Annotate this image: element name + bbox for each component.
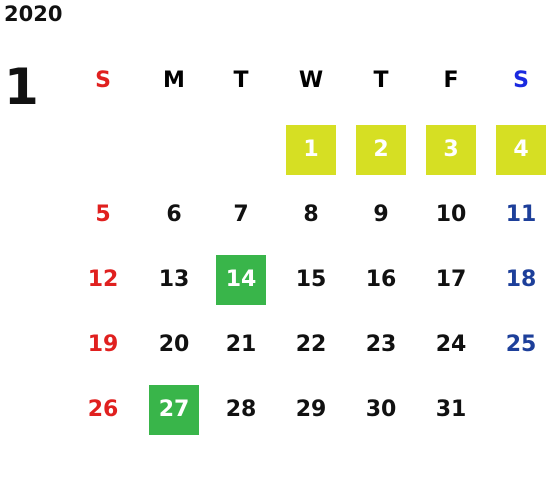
day-cell-5[interactable]: 5 [95,202,111,227]
weekday-saturday: S [513,68,529,93]
calendar-year: 2020 [4,2,63,26]
day-cell-25[interactable]: 25 [505,332,537,357]
day-cell-28[interactable]: 28 [225,397,257,422]
day-cell-31[interactable]: 31 [435,397,467,422]
day-cell-18[interactable]: 18 [505,267,537,292]
weekday-wednesday: W [298,68,324,93]
day-cell-10[interactable]: 10 [435,202,467,227]
day-cell-12[interactable]: 12 [87,267,119,292]
day-cell-16[interactable]: 16 [365,267,397,292]
day-cell-30[interactable]: 30 [365,397,397,422]
day-cell-11[interactable]: 11 [505,202,537,227]
day-cell-9[interactable]: 9 [373,202,389,227]
day-cell-4[interactable]: 4 [496,125,546,175]
weekday-thursday: T [373,68,389,93]
day-cell-15[interactable]: 15 [295,267,327,292]
day-cell-6[interactable]: 6 [166,202,182,227]
calendar-month: 1 [4,58,39,116]
day-cell-14[interactable]: 14 [216,255,266,305]
weekday-sunday: S [95,68,111,93]
weekday-tuesday: T [233,68,249,93]
weekday-friday: F [443,68,459,93]
day-cell-29[interactable]: 29 [295,397,327,422]
day-cell-8[interactable]: 8 [303,202,319,227]
day-cell-7[interactable]: 7 [233,202,249,227]
day-cell-17[interactable]: 17 [435,267,467,292]
day-cell-21[interactable]: 21 [225,332,257,357]
day-cell-27[interactable]: 27 [149,385,199,435]
day-cell-1[interactable]: 1 [286,125,336,175]
day-cell-2[interactable]: 2 [356,125,406,175]
day-cell-19[interactable]: 19 [87,332,119,357]
weekday-monday: M [163,68,185,93]
day-cell-24[interactable]: 24 [435,332,467,357]
day-cell-22[interactable]: 22 [295,332,327,357]
day-cell-23[interactable]: 23 [365,332,397,357]
day-cell-13[interactable]: 13 [158,267,190,292]
day-cell-20[interactable]: 20 [158,332,190,357]
day-cell-3[interactable]: 3 [426,125,476,175]
day-cell-26[interactable]: 26 [87,397,119,422]
